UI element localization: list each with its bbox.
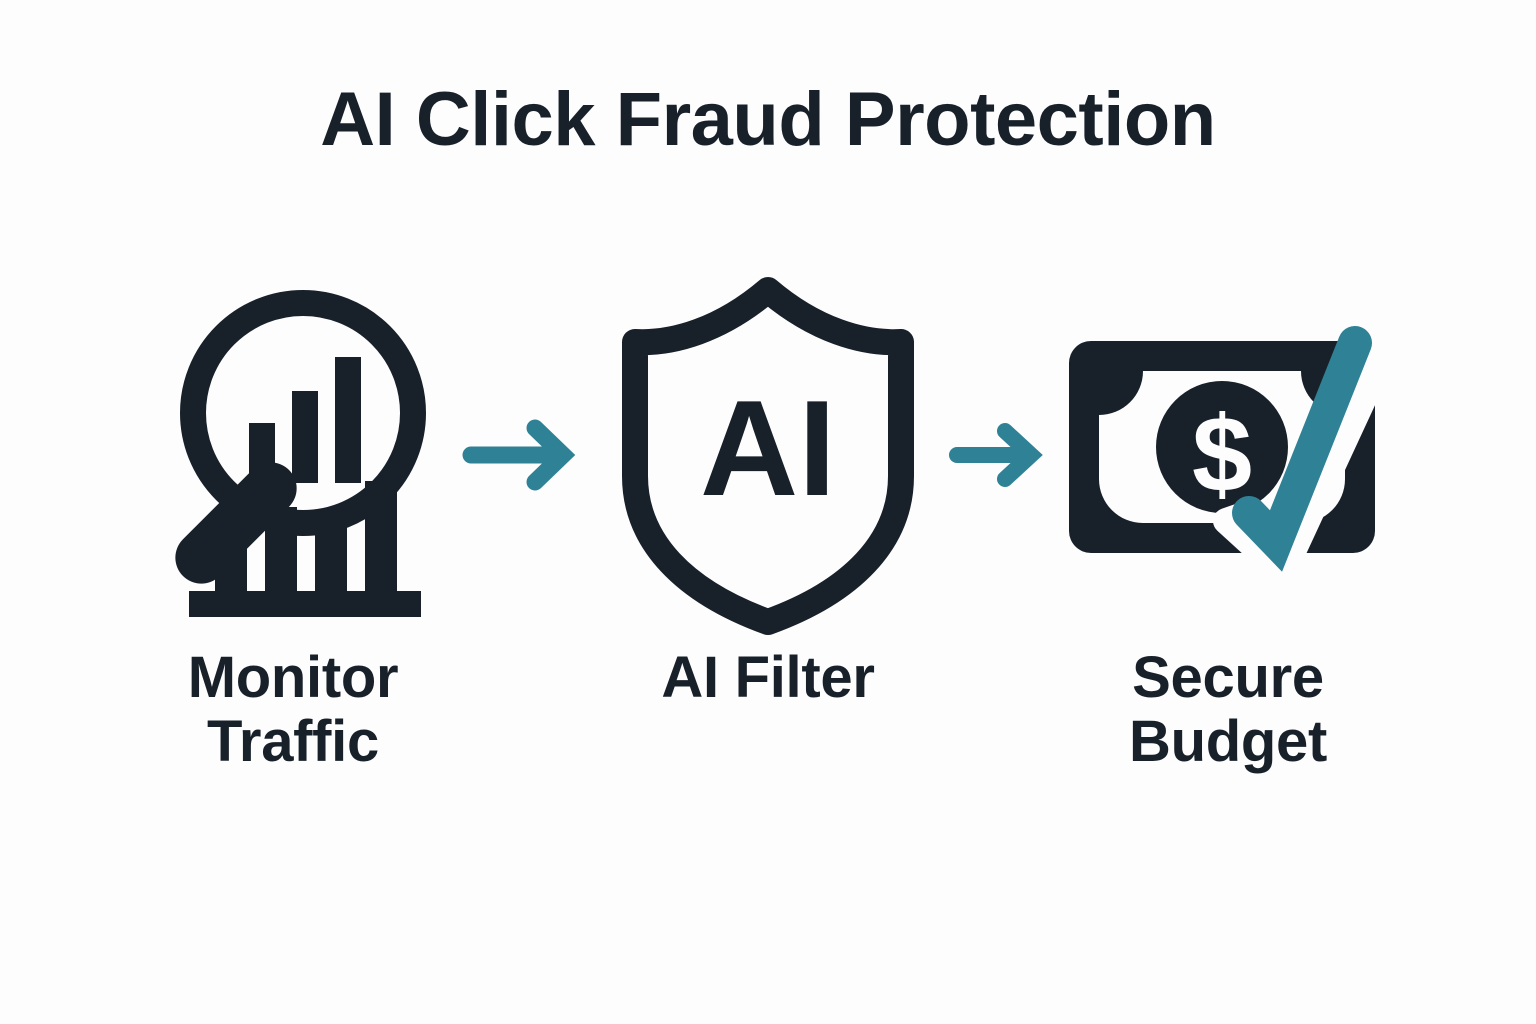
flow-connector-1 bbox=[443, 270, 603, 640]
flow-step-monitor-traffic: Monitor Traffic bbox=[143, 270, 443, 774]
label-line-1: AI Filter bbox=[661, 645, 875, 710]
label-line-2: Budget bbox=[1129, 708, 1327, 774]
shield-ai-icon: AI bbox=[613, 270, 923, 640]
dollar-sign-label: $ bbox=[1192, 393, 1252, 514]
label-line-1: Monitor bbox=[187, 645, 399, 710]
magnifier-bar-chart-icon bbox=[153, 270, 433, 640]
flow-connector-2 bbox=[933, 270, 1063, 640]
arrow-right-icon bbox=[949, 423, 1043, 487]
flow-step-secure-budget: $ Secure Budget bbox=[1063, 270, 1393, 774]
label-line-1: Secure bbox=[1132, 645, 1324, 710]
flow-step-label-secure-budget: Secure Budget bbox=[1129, 646, 1327, 774]
flow-step-label-monitor-traffic: Monitor Traffic bbox=[188, 646, 399, 774]
process-flow: Monitor Traffic AI A bbox=[0, 270, 1536, 890]
flow-step-ai-filter: AI AI Filter bbox=[603, 270, 933, 710]
arrow-right-icon bbox=[462, 419, 576, 491]
page-title: AI Click Fraud Protection bbox=[320, 77, 1216, 162]
banknote-dollar-check-icon: $ bbox=[1063, 270, 1393, 640]
flow-step-label-ai-filter: AI Filter bbox=[661, 645, 875, 710]
label-line-2: Traffic bbox=[207, 708, 379, 774]
check-icon bbox=[1232, 326, 1372, 572]
shield-ai-label: AI bbox=[700, 372, 836, 524]
